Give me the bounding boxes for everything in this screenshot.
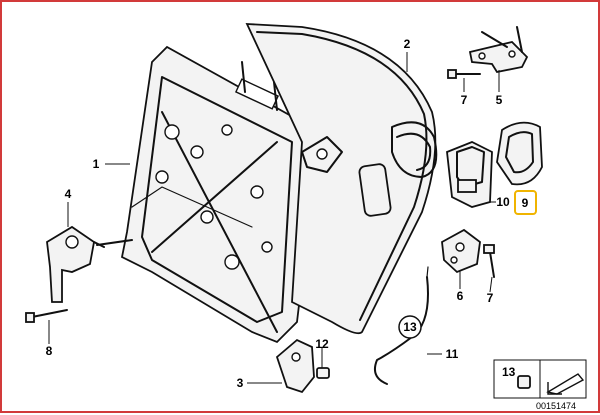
hinge-bracket: [468, 26, 529, 74]
callout-1: 1: [93, 157, 100, 171]
callout-3: 3: [237, 376, 244, 390]
side-bracket: [46, 225, 105, 303]
callout-12: 12: [315, 337, 329, 351]
callout-5: 5: [496, 93, 503, 107]
callout-10: 10: [496, 195, 510, 209]
leader-lines: [48, 52, 500, 384]
lower-bracket: [275, 338, 315, 394]
callout-7-right: 7: [487, 291, 494, 305]
screw-bottom-left: [25, 309, 68, 323]
legend-box: 13 00151474: [493, 359, 587, 411]
callout-4: 4: [65, 187, 72, 201]
callout-11: 11: [446, 347, 459, 361]
screw-top: [447, 69, 481, 79]
nut: [316, 367, 330, 379]
callout-8: 8: [46, 344, 53, 358]
callout-2: 2: [404, 37, 411, 51]
screw-right: [483, 244, 495, 278]
callout-circle-13: 13: [398, 315, 422, 339]
callout-13-circle-label: 13: [403, 320, 417, 334]
cable: [374, 266, 429, 385]
seat-back-frame: [96, 45, 318, 344]
back-panel: [245, 23, 438, 335]
lock-assembly: [446, 141, 493, 208]
callout-9-highlight: [514, 190, 537, 215]
lock-latch: [441, 228, 481, 274]
callout-6: 6: [457, 289, 464, 303]
reference-number: 00151474: [536, 401, 576, 411]
lock-cover: [496, 121, 543, 186]
callout-7-top: 7: [461, 93, 468, 107]
legend-callout-13: 13: [502, 365, 516, 379]
callout-9: 9: [522, 196, 529, 210]
